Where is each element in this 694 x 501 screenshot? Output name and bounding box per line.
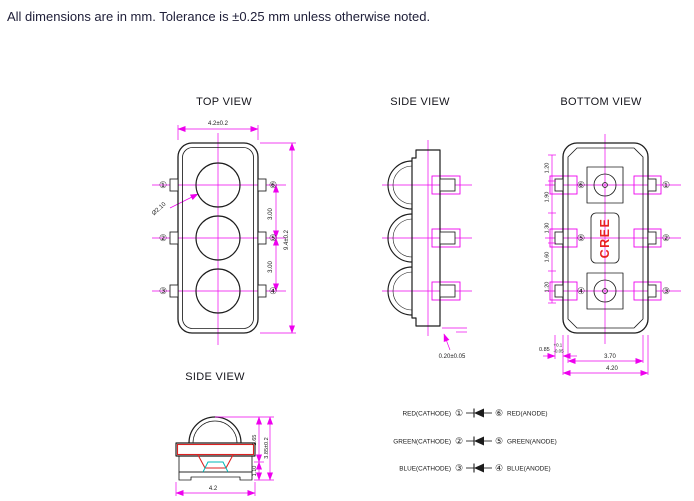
diode-symbol (474, 408, 484, 418)
side-view-title: SIDE VIEW (390, 96, 450, 108)
dim-lead-tol-minus-label: -0.05 (554, 349, 565, 354)
diode-symbol (474, 463, 484, 473)
dim-outer-width-label: 4.20 (606, 366, 618, 372)
dim-standoff-label: 0.20±0.05 (439, 354, 466, 360)
pin-1-marker: ① (662, 180, 670, 190)
pin-2-marker: ② (662, 233, 670, 243)
blue-anode-pin: ④ (495, 463, 503, 473)
pin-6-marker: ⑥ (269, 180, 277, 190)
side-view-2-drawing: 2.65 1.10 3.85±0.2 4.2 (175, 416, 274, 496)
dim-seg-3-label: 1.30 (545, 223, 551, 234)
dim-inner-width-label: 3.70 (604, 354, 616, 360)
diode-symbol (474, 436, 484, 446)
green-anode-pin: ⑤ (495, 436, 503, 446)
dim-lead-width-label: 0.85 (539, 347, 550, 353)
bottom-view-title: BOTTOM VIEW (560, 96, 642, 108)
pin-5-marker: ⑤ (269, 233, 277, 243)
dim-led-diameter-label: Ø2.10 (151, 201, 168, 217)
lead-highlight-boxes (431, 175, 461, 301)
red-cathode-pin: ① (455, 408, 463, 418)
reflector-highlight (176, 443, 255, 469)
base-outline (175, 442, 256, 481)
pinout-diagram: RED(CATHODE) ① ⑥ RED(ANODE) GREEN(CATHOD… (393, 408, 556, 473)
dim-package-length-label: 9.4±0.2 (284, 229, 290, 250)
pin-1-marker: ① (159, 180, 167, 190)
dim-seg-2-label: 1.90 (545, 192, 551, 203)
dim-pitch-1-label: 3.00 (268, 208, 274, 220)
side-view-package-outline (387, 149, 456, 327)
side-view-mid-drawing: 0.20±0.05 (382, 140, 472, 360)
red-cathode-label: RED(CATHODE) (402, 410, 451, 417)
dim-total-height-label: 3.85±0.2 (264, 437, 270, 458)
top-view-package-outline (169, 142, 267, 334)
left-dim-chain (548, 154, 556, 304)
side-view-centerlines (382, 140, 472, 336)
dim-seg-1-label: 1.20 (545, 163, 551, 174)
dim-pitch-2-label: 3.00 (268, 261, 274, 273)
red-anode-label: RED(ANODE) (507, 410, 547, 417)
blue-anode-label: BLUE(ANODE) (507, 465, 551, 472)
dim-base-width-label: 4.2 (209, 486, 218, 492)
bottom-view-package-outline (554, 142, 657, 334)
pinout-row-red: RED(CATHODE) ① ⑥ RED(ANODE) (402, 408, 547, 418)
side-view-2-title: SIDE VIEW (185, 371, 245, 383)
brand-label: CREE (598, 218, 612, 259)
dim-base-height-label: 1.10 (252, 466, 258, 477)
top-view-title: TOP VIEW (196, 96, 252, 108)
green-cathode-label: GREEN(CATHODE) (393, 438, 451, 445)
top-view-drawing: 4.2±0.2 Ø2.10 3.00 3.00 9.4±0.2 ① ② ③ ⑥ … (151, 121, 296, 345)
green-cathode-pin: ② (455, 436, 463, 446)
dim-seg-5-label: 1.20 (545, 282, 551, 293)
pin-5-marker: ⑤ (577, 233, 585, 243)
tolerance-note: All dimensions are in mm. Tolerance is ±… (7, 9, 431, 24)
pin-4-marker: ④ (577, 286, 585, 296)
pinout-row-blue: BLUE(CATHODE) ③ ④ BLUE(ANODE) (399, 463, 550, 473)
dim-upper-height-label: 2.65 (252, 435, 258, 446)
side-view-2-dim-lines (175, 416, 274, 496)
bottom-view-drawing: CREE 1.20 1.90 1.30 1.60 1.20 0.85 +0.1 (539, 134, 681, 376)
pin-4-marker: ④ (269, 286, 277, 296)
green-anode-label: GREEN(ANODE) (507, 438, 557, 445)
blue-cathode-pin: ③ (455, 463, 463, 473)
top-view-dim-lines (169, 125, 296, 334)
pin-6-marker: ⑥ (577, 180, 585, 190)
die-cup-highlight (202, 461, 229, 473)
pin-3-marker: ③ (662, 286, 670, 296)
dim-package-width-label: 4.2±0.2 (208, 121, 229, 127)
bottom-dim-lines (543, 335, 649, 376)
pin-3-marker: ③ (159, 286, 167, 296)
dome-outline (188, 416, 242, 444)
dim-seg-4-label: 1.60 (545, 252, 551, 263)
blue-cathode-label: BLUE(CATHODE) (399, 465, 451, 472)
pinout-row-green: GREEN(CATHODE) ② ⑤ GREEN(ANODE) (393, 436, 556, 446)
dim-lead-tol-plus-label: +0.1 (554, 343, 563, 348)
standoff-dim-lines (442, 327, 467, 351)
red-anode-pin: ⑥ (495, 408, 503, 418)
pin-2-marker: ② (159, 233, 167, 243)
